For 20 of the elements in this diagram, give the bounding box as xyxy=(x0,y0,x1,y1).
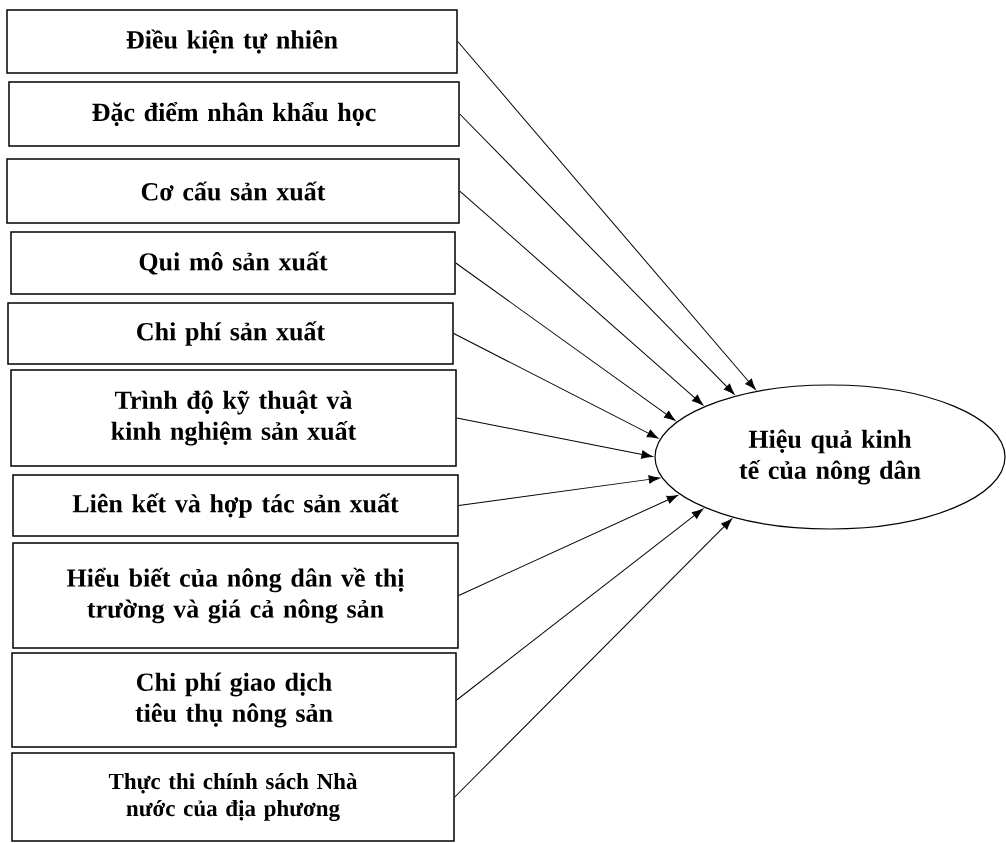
arrow xyxy=(456,417,653,459)
arrow xyxy=(458,475,660,506)
factor-box: Điều kiện tự nhiên xyxy=(6,9,458,74)
arrow xyxy=(456,508,704,701)
factor-box: Trình độ kỹ thuật và kinh nghiệm sản xuất xyxy=(10,369,457,467)
factor-box: Qui mô sản xuất xyxy=(10,231,456,295)
arrow xyxy=(459,190,704,406)
arrow xyxy=(457,41,756,390)
arrow xyxy=(458,494,679,596)
factor-box: Hiểu biết của nông dân về thị trường và giá cả nông sản xyxy=(12,542,459,649)
arrow xyxy=(453,333,659,439)
factor-box: Chi phí giao dịch tiêu thụ nông sản xyxy=(11,652,457,748)
arrow xyxy=(454,518,733,798)
arrow xyxy=(459,113,735,395)
arrow xyxy=(455,262,676,421)
factor-box: Chi phí sản xuất xyxy=(7,302,454,365)
factor-box: Thực thi chính sách Nhà nước của địa phương xyxy=(11,752,455,842)
factor-box: Cơ cấu sản xuất xyxy=(6,158,460,224)
factor-box: Liên kết và hợp tác sản xuất xyxy=(12,474,459,537)
factor-box: Đặc điểm nhân khẩu học xyxy=(8,81,460,147)
